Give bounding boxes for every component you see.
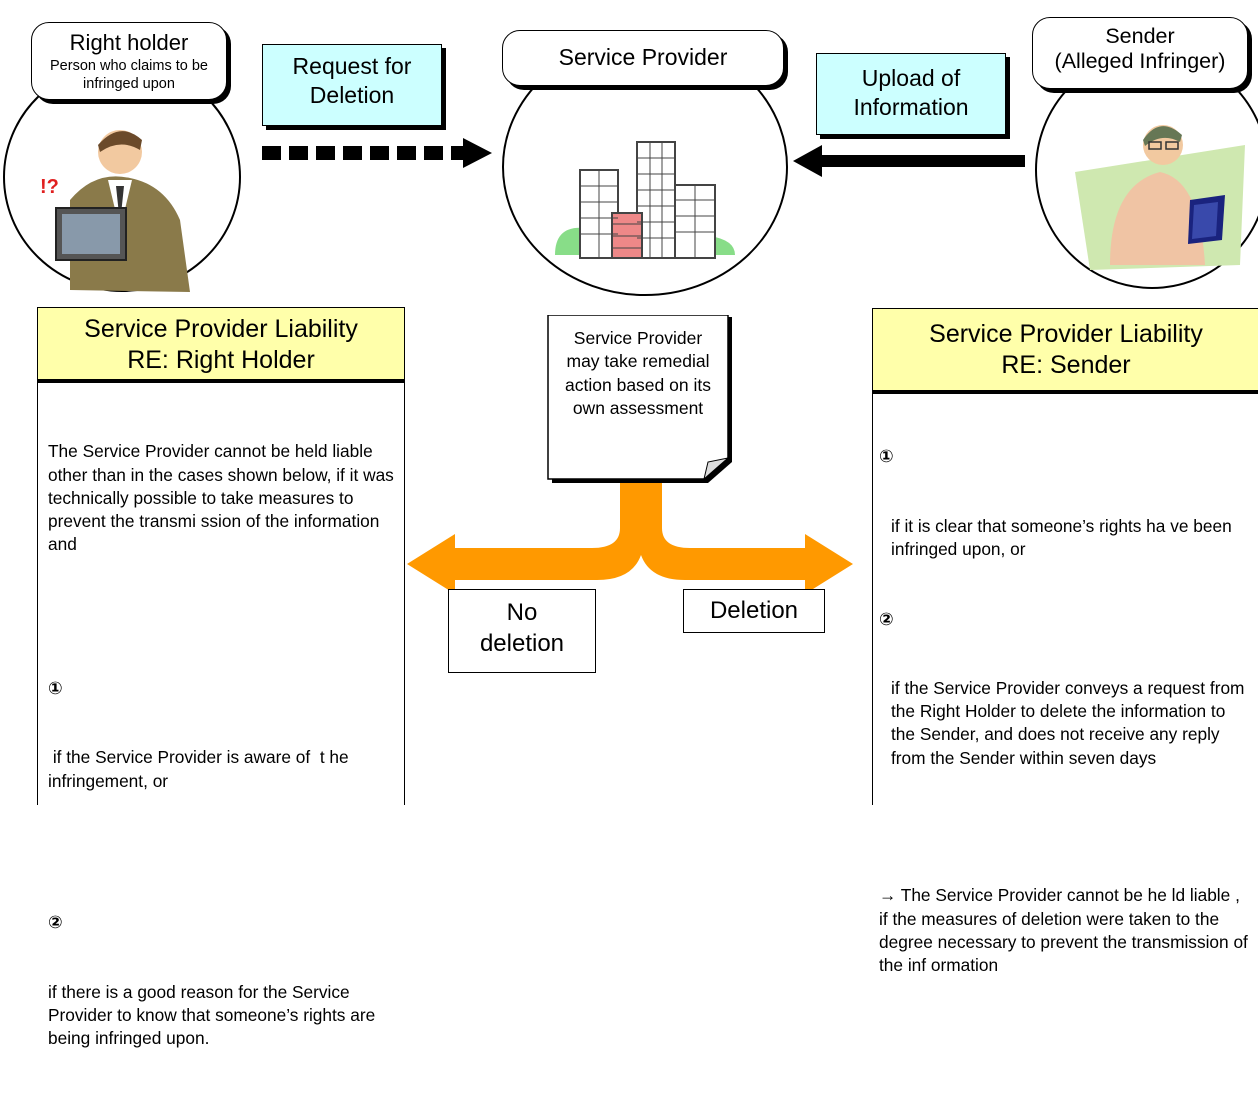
liability-sender-title: Service Provider Liability RE: Sender	[873, 309, 1258, 391]
no-deletion-box: No deletion	[448, 589, 596, 673]
decision-branch-arrows	[407, 478, 853, 594]
remedial-action-text: Service Provider may take remedial actio…	[565, 328, 711, 419]
left-panel-item1-marker: ①	[48, 677, 63, 698]
svg-text:!?: !?	[40, 176, 59, 198]
request-arrow	[262, 138, 492, 168]
liability-right-holder-panel: Service Provider Liability RE: Right Hol…	[37, 307, 405, 1048]
right-holder-title: Right holder	[69, 30, 189, 55]
deletion-box: Deletion	[683, 589, 825, 633]
left-panel-item2-marker: ②	[48, 912, 63, 933]
deletion-label: Deletion	[709, 597, 799, 624]
left-panel-intro: The Service Provider cannot be held liab…	[48, 441, 399, 555]
service-provider-title: Service Provider	[558, 44, 728, 70]
request-for-deletion-box: Request for Deletion	[262, 44, 442, 126]
upload-arrow	[793, 145, 1025, 177]
right-holder-box: Right holder Person who claims to be inf…	[31, 22, 227, 100]
remedial-action-note: Service Provider may take remedial actio…	[546, 315, 740, 487]
liability-sender-panel: Service Provider Liability RE: Sender ① …	[872, 308, 1258, 975]
left-panel-item2-text: if there is a good reason for the Servic…	[48, 981, 381, 1049]
right-panel-conclusion: → The Service Provider cannot be he ld l…	[879, 885, 1253, 975]
right-panel-item1-text: if it is clear that someone’s rights ha …	[891, 515, 1237, 560]
buildings-icon	[555, 141, 735, 259]
no-deletion-label: No deletion	[479, 599, 565, 658]
right-panel-item2-text: if the Service Provider conveys a reques…	[891, 678, 1250, 768]
liability-right-holder-title: Service Provider Liability RE: Right Hol…	[38, 308, 404, 380]
request-for-deletion-label: Request for Deletion	[292, 53, 412, 109]
service-provider-box: Service Provider	[502, 30, 784, 86]
upload-of-information-label: Upload of Information	[853, 65, 969, 121]
right-panel-item1-marker: ①	[879, 446, 894, 467]
right-holder-subtitle: Person who claims to be infringed upon	[50, 58, 208, 93]
sender-title: Sender (Alleged Infringer)	[1054, 24, 1226, 73]
left-panel-item1-text: if the Service Provider is aware of t he…	[48, 747, 354, 791]
sender-person-illustration	[1075, 125, 1245, 270]
upload-of-information-box: Upload of Information	[816, 53, 1006, 135]
right-panel-item2-marker: ②	[879, 608, 894, 629]
right-holder-person-illustration: !?	[40, 130, 190, 292]
sender-box: Sender (Alleged Infringer)	[1032, 17, 1248, 89]
